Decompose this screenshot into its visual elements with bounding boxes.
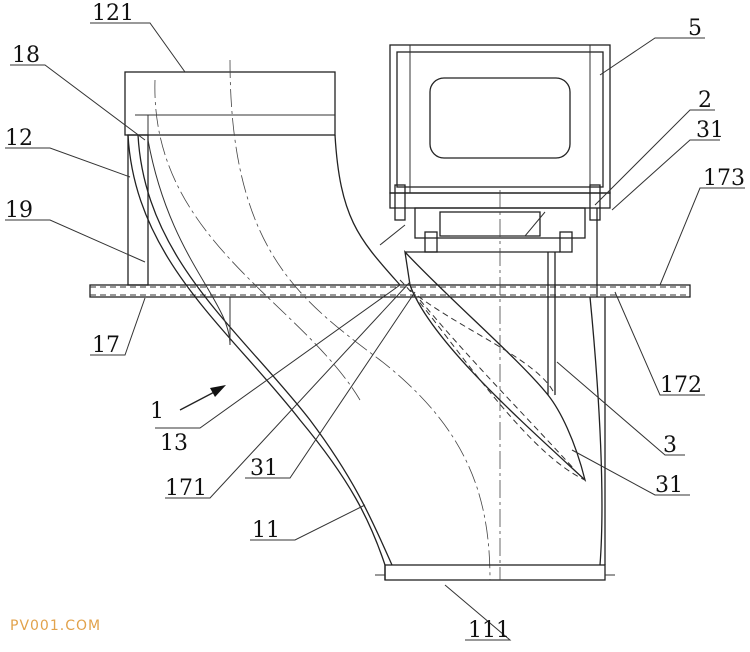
valve-mechanism [389,184,611,580]
label-12: 12 [5,126,33,151]
leader-lines [5,22,745,641]
label-31-right-bottom: 31 [655,473,683,498]
label-172: 172 [660,373,702,398]
arrow-1 [179,385,226,411]
elbow-pipe [127,59,491,581]
label-173: 173 [703,166,745,191]
label-19: 19 [5,198,33,223]
label-17: 17 [92,333,120,358]
valve-flap [379,224,587,482]
label-2: 2 [698,88,712,113]
bottom-outlet [375,296,615,581]
label-171: 171 [165,476,207,501]
label-1: 1 [150,399,164,424]
label-18: 18 [12,43,40,68]
flange-plate [89,284,691,298]
label-5: 5 [688,16,702,41]
label-121: 121 [92,1,134,26]
label-31-left: 31 [250,456,278,481]
watermark: PV001.COM [10,618,102,634]
label-3: 3 [663,433,677,458]
label-111: 111 [468,618,510,643]
actuator-box [389,44,611,194]
label-31-right-top: 31 [696,118,724,143]
label-13: 13 [160,431,188,456]
label-11: 11 [252,518,280,543]
